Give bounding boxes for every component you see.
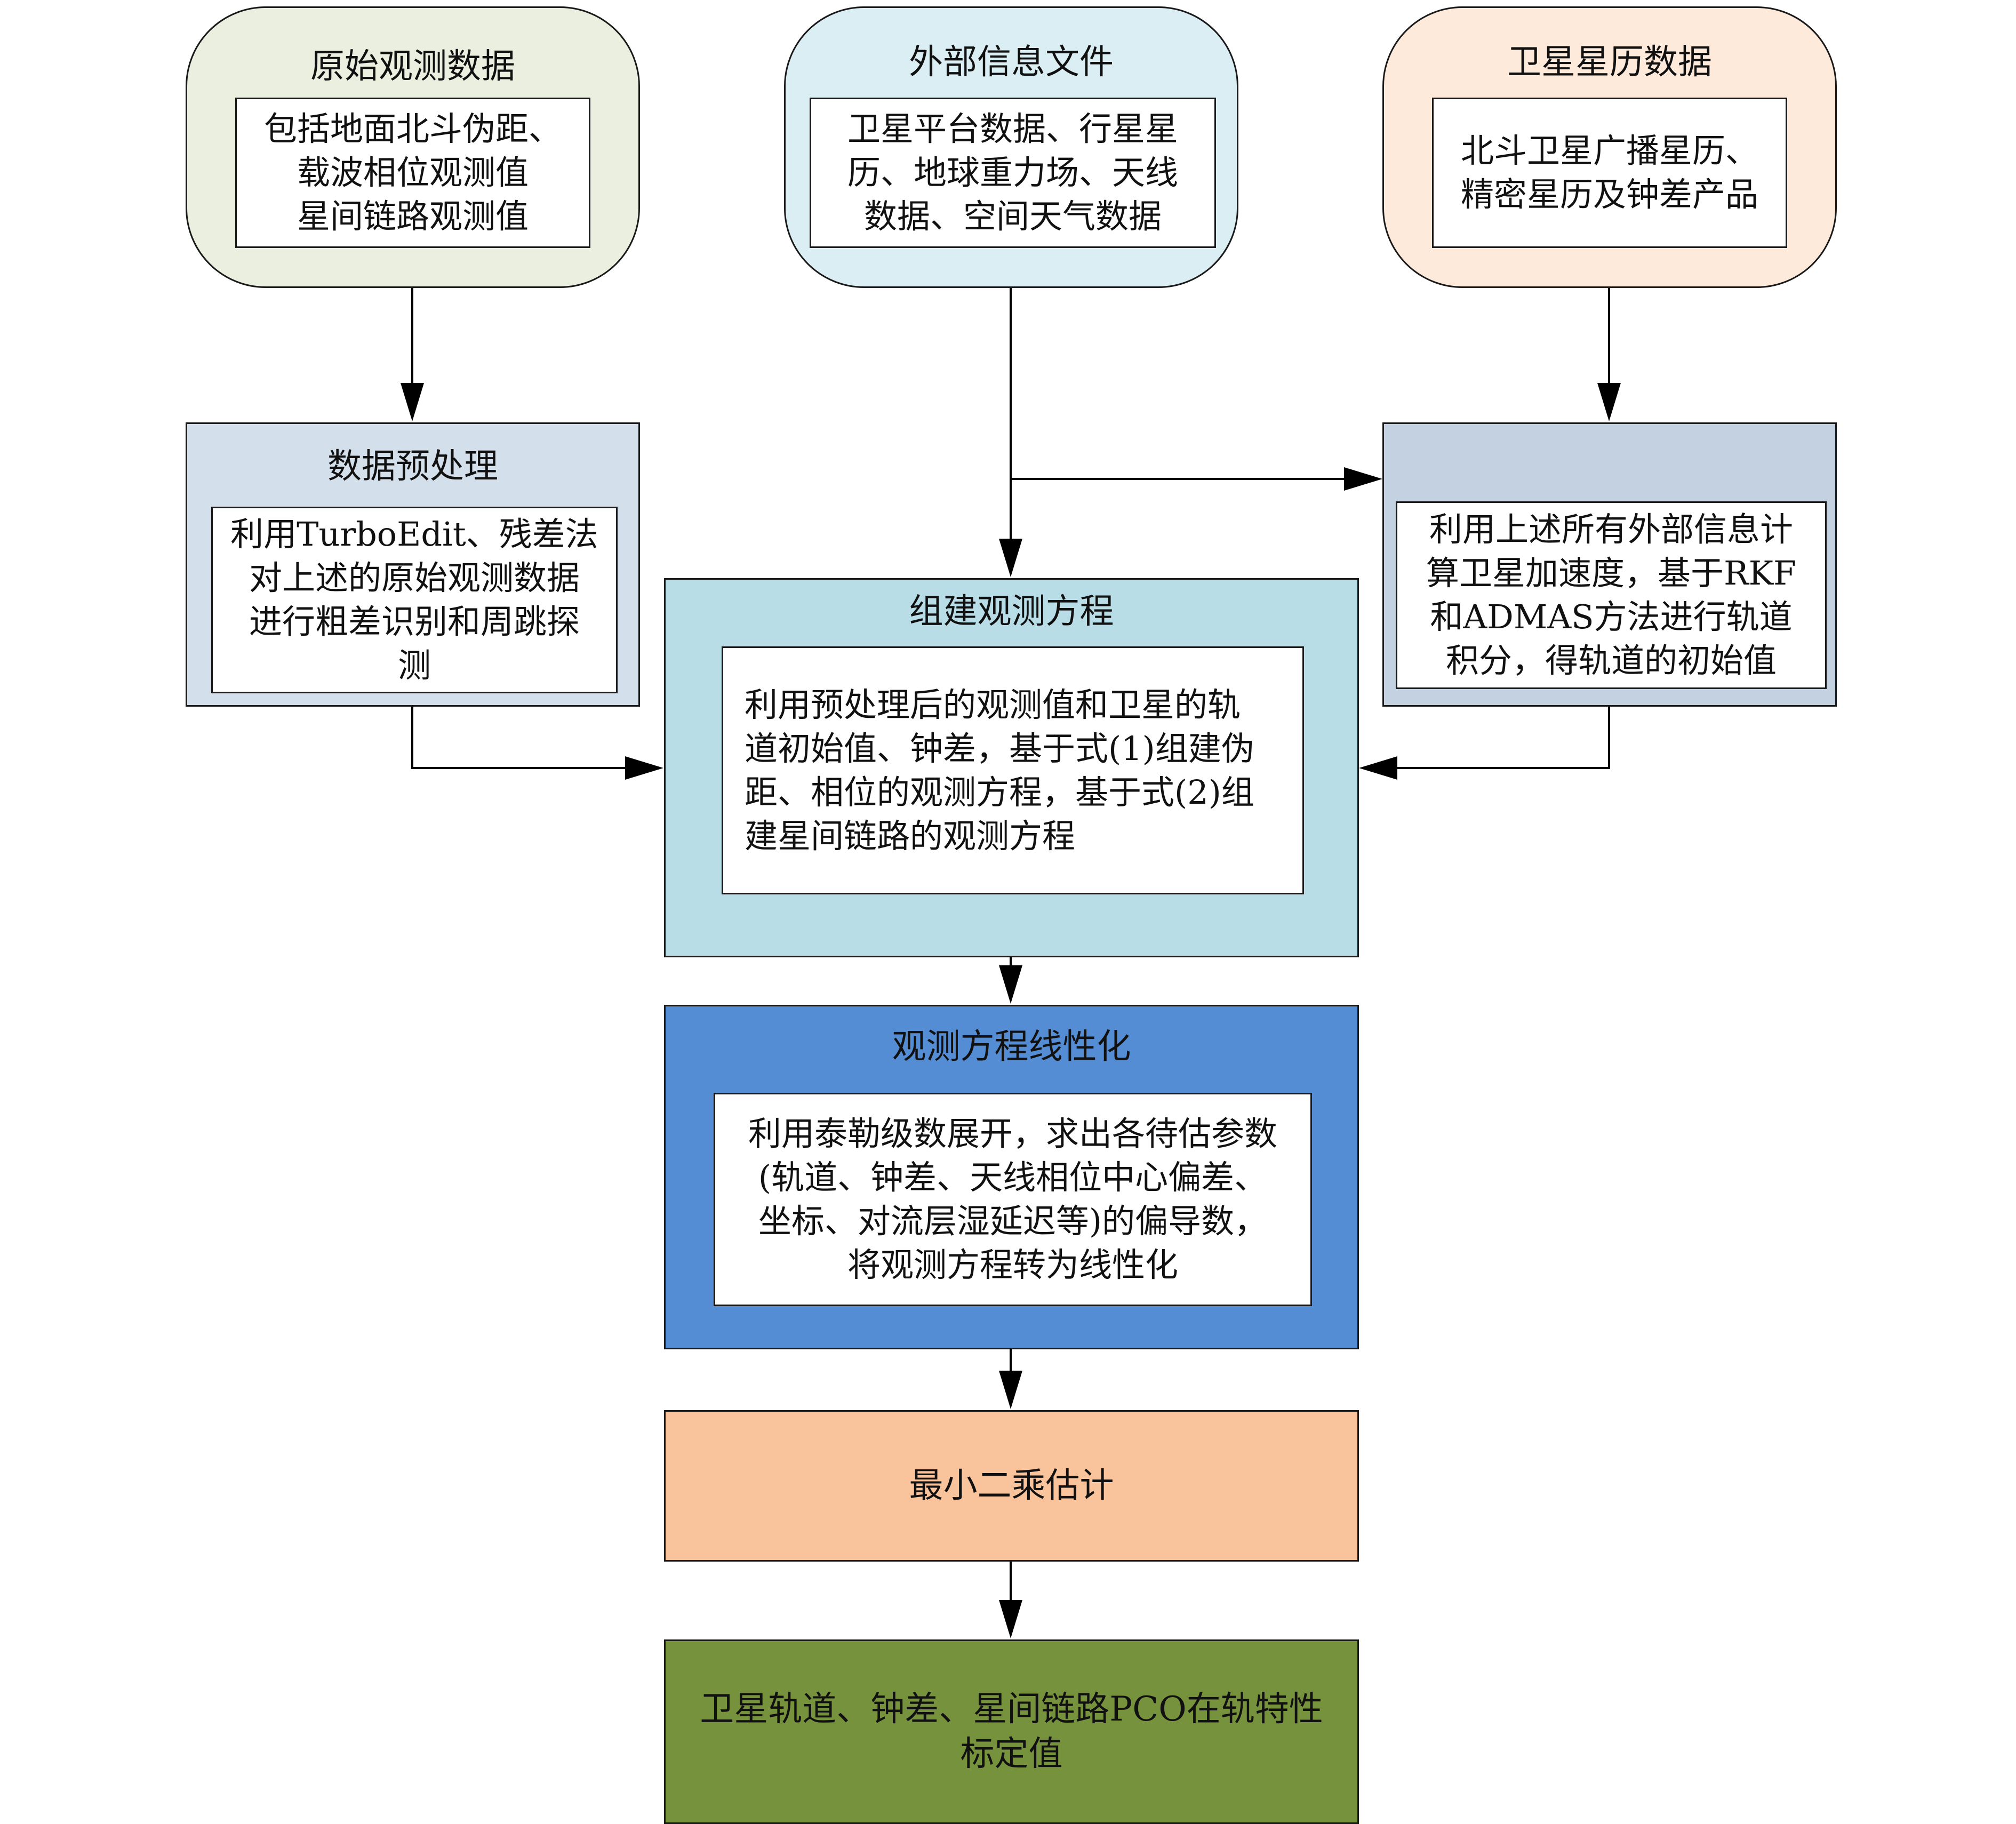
observation-eq-line-3: 距、相位的观测方程，基于式(2)组 xyxy=(745,772,1254,812)
lsq-label: 最小二乘估计 xyxy=(909,1466,1114,1506)
ephemeris-line-2: 精密星历及钟差产品 xyxy=(1460,175,1758,214)
ephemeris-title: 卫星星历数据 xyxy=(1507,43,1712,82)
raw-data-line-3: 星间链路观测值 xyxy=(297,197,529,236)
preprocess-line-4: 测 xyxy=(397,646,431,685)
ephemeris-line-1: 北斗卫星广播星历、 xyxy=(1460,131,1758,170)
linearize-line-1: 利用泰勒级数展开，求出各待估参数 xyxy=(748,1114,1277,1153)
preprocess-line-1: 利用TurboEdit、残差法 xyxy=(230,515,598,554)
external-info-title: 外部信息文件 xyxy=(909,43,1114,82)
result-line-1: 卫星轨道、钟差、星间链路PCO在轨特性 xyxy=(700,1690,1323,1729)
ephemeris-node: 卫星星历数据 北斗卫星广播星历、 精密星历及钟差产品 xyxy=(1382,6,1837,288)
arrowhead-linearize-to-lsq xyxy=(999,1371,1022,1409)
raw-data-line-2: 载波相位观测值 xyxy=(297,153,529,192)
observation-eq-line-1: 利用预处理后的观测值和卫星的轨 xyxy=(745,685,1241,724)
arrowhead-raw-to-preprocess xyxy=(401,383,424,421)
external-info-node: 外部信息文件 卫星平台数据、行星星 历、地球重力场、天线 数据、空间天气数据 xyxy=(784,6,1238,288)
preprocess-title: 数据预处理 xyxy=(327,447,498,486)
arrowhead-lsq-to-result xyxy=(999,1600,1022,1638)
raw-data-line-1: 包括地面北斗伪距、 xyxy=(263,109,562,148)
linearize-node: 观测方程线性化 利用泰勒级数展开，求出各待估参数 (轨道、钟差、天线相位中心偏差… xyxy=(664,1005,1359,1349)
orbit-integration-line-3: 和ADMAS方法进行轨道 xyxy=(1430,597,1793,636)
raw-data-node: 原始观测数据 包括地面北斗伪距、 载波相位观测值 星间链路观测值 xyxy=(186,6,640,288)
observation-eq-node: 组建观测方程 利用预处理后的观测值和卫星的轨 道初始值、钟差，基于式(1)组建伪… xyxy=(664,578,1359,957)
arrowhead-observation-to-linearize xyxy=(999,965,1022,1004)
arrowhead-orbit-to-observation xyxy=(1359,756,1397,780)
orbit-integration-line-4: 积分，得轨道的初始值 xyxy=(1445,641,1777,680)
arrow-orbit-to-observation xyxy=(1397,707,1610,769)
observation-eq-title: 组建观测方程 xyxy=(909,592,1114,631)
arrowhead-ephemeris-to-orbit xyxy=(1597,383,1621,421)
orbit-integration-line-1: 利用上述所有外部信息计 xyxy=(1429,510,1793,549)
linearize-title: 观测方程线性化 xyxy=(892,1027,1131,1067)
external-info-body: 卫星平台数据、行星星 历、地球重力场、天线 数据、空间天气数据 xyxy=(810,98,1216,248)
orbit-integration-node: 利用上述所有外部信息计 算卫星加速度，基于RKF 和ADMAS方法进行轨道 积分… xyxy=(1382,422,1837,707)
external-info-line-1: 卫星平台数据、行星星 xyxy=(847,109,1178,148)
lsq-node: 最小二乘估计 xyxy=(664,1410,1359,1562)
ephemeris-body: 北斗卫星广播星历、 精密星历及钟差产品 xyxy=(1432,98,1787,248)
observation-eq-body: 利用预处理后的观测值和卫星的轨 道初始值、钟差，基于式(1)组建伪 距、相位的观… xyxy=(722,646,1304,894)
observation-eq-line-2: 道初始值、钟差，基于式(1)组建伪 xyxy=(745,729,1254,768)
preprocess-node: 数据预处理 利用TurboEdit、残差法 对上述的原始观测数据 进行粗差识别和… xyxy=(186,422,640,707)
linearize-line-2: (轨道、钟差、天线相位中心偏差、 xyxy=(758,1158,1268,1197)
orbit-integration-line-2: 算卫星加速度，基于RKF xyxy=(1426,554,1797,593)
linearize-line-4: 将观测方程转为线性化 xyxy=(847,1245,1178,1284)
result-line-2: 标定值 xyxy=(960,1734,1063,1774)
arrowhead-external-to-orbit xyxy=(1344,467,1382,491)
linearize-line-3: 坐标、对流层湿延迟等)的偏导数， xyxy=(758,1202,1268,1241)
arrowhead-preprocess-to-observation xyxy=(625,756,663,780)
arrow-preprocess-to-observation xyxy=(411,707,625,769)
preprocess-line-3: 进行粗差识别和周跳探 xyxy=(249,602,580,641)
arrowhead-external-to-observation xyxy=(999,539,1022,577)
linearize-body: 利用泰勒级数展开，求出各待估参数 (轨道、钟差、天线相位中心偏差、 坐标、对流层… xyxy=(714,1093,1312,1306)
external-info-line-3: 数据、空间天气数据 xyxy=(863,197,1162,236)
orbit-integration-body: 利用上述所有外部信息计 算卫星加速度，基于RKF 和ADMAS方法进行轨道 积分… xyxy=(1396,501,1827,689)
preprocess-body: 利用TurboEdit、残差法 对上述的原始观测数据 进行粗差识别和周跳探 测 xyxy=(211,507,618,693)
external-info-line-2: 历、地球重力场、天线 xyxy=(847,153,1178,192)
raw-data-body: 包括地面北斗伪距、 载波相位观测值 星间链路观测值 xyxy=(235,98,590,248)
raw-data-title: 原始观测数据 xyxy=(310,47,515,86)
result-node: 卫星轨道、钟差、星间链路PCO在轨特性 标定值 xyxy=(664,1639,1359,1824)
preprocess-line-2: 对上述的原始观测数据 xyxy=(249,558,580,597)
observation-eq-line-4: 建星间链路的观测方程 xyxy=(745,816,1076,855)
